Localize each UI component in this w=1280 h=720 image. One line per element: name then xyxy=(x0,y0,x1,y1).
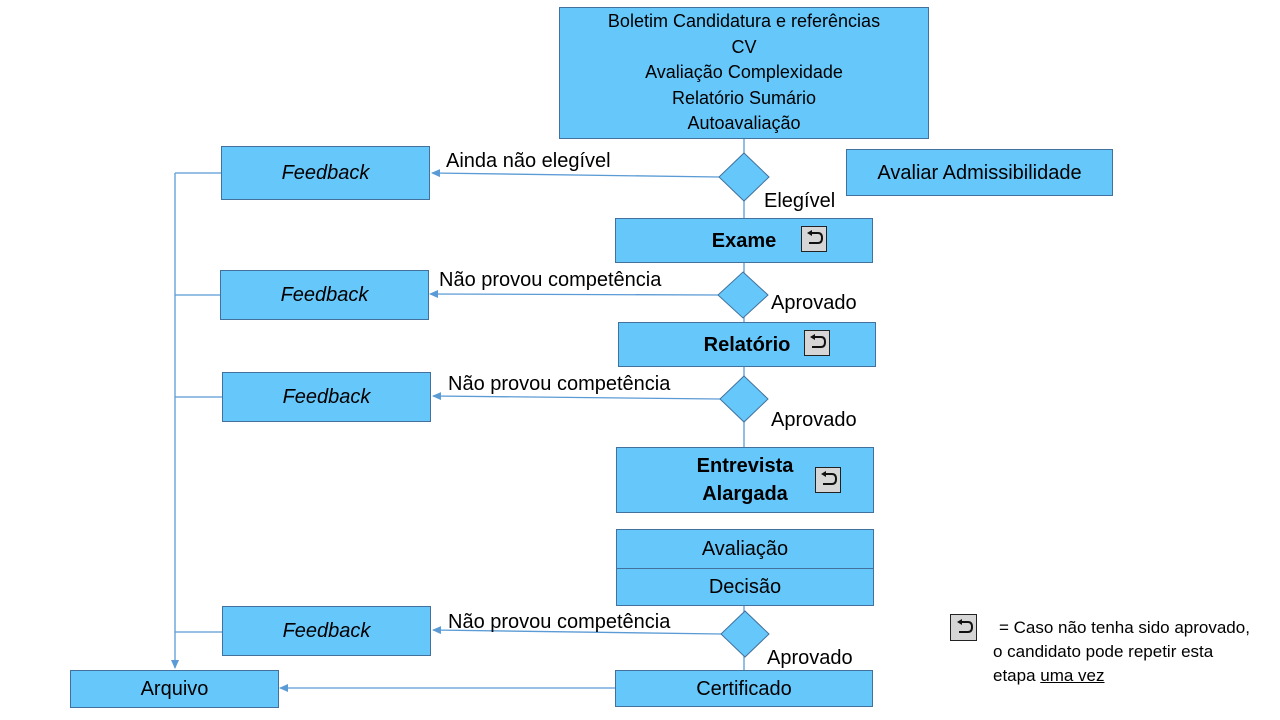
arrow-ainda xyxy=(431,169,720,178)
feedback-box-4: Feedback xyxy=(222,606,431,656)
label-nao-provou-3: Não provou competência xyxy=(448,611,671,633)
top-line-2: CV xyxy=(731,36,757,57)
label-elegivel: Elegível xyxy=(764,190,836,212)
label-aprovado-3: Aprovado xyxy=(767,647,853,669)
legend-text: = Caso não tenha sido aprovado, o candid… xyxy=(993,616,1253,688)
exame-box: Exame xyxy=(615,218,873,263)
label-nao-provou-1: Não provou competência xyxy=(439,269,662,291)
application-documents-box: Boletim Candidatura e referências CV Ava… xyxy=(559,7,929,139)
top-line-1: Boletim Candidatura e referências xyxy=(607,11,881,32)
top-line-5: Autoavaliação xyxy=(687,113,801,134)
arquivo-box: Arquivo xyxy=(70,670,279,708)
top-line-4: Relatório Sumário xyxy=(671,87,817,108)
retry-arrow-icon xyxy=(950,614,977,641)
label-ainda-nao-elegivel: Ainda não elegível xyxy=(446,150,611,172)
avaliar-admissibilidade-box: Avaliar Admissibilidade xyxy=(846,149,1113,196)
feedback-box-3: Feedback xyxy=(222,372,431,422)
arrow-final-fail xyxy=(432,626,722,635)
decision-diamond-relatorio xyxy=(719,375,769,423)
relatorio-box: Relatório xyxy=(618,322,876,367)
legend-prefix: = Caso não tenha sido aprovado, o candid… xyxy=(993,618,1250,685)
arrow-exame-fail xyxy=(429,290,719,299)
arrow-relatorio-fail xyxy=(432,392,721,401)
retry-arrow-icon xyxy=(801,226,827,252)
legend-emphasis: uma vez xyxy=(1040,666,1105,685)
avaliacao-box: Avaliação xyxy=(616,529,874,569)
decisao-box: Decisão xyxy=(616,568,874,606)
certificado-box: Certificado xyxy=(615,670,873,707)
top-line-3: Avaliação Complexidade xyxy=(645,62,843,83)
decision-diamond-exame xyxy=(717,271,769,319)
label-nao-provou-2: Não provou competência xyxy=(448,373,671,395)
retry-arrow-icon xyxy=(815,467,841,493)
decision-diamond-final xyxy=(720,610,770,658)
feedback-box-1: Feedback xyxy=(221,146,430,200)
label-aprovado-1: Aprovado xyxy=(771,292,857,314)
retry-arrow-icon xyxy=(804,330,830,356)
label-aprovado-2: Aprovado xyxy=(771,409,857,431)
feedback-box-2: Feedback xyxy=(220,270,429,320)
decision-diamond-elegivel xyxy=(718,152,770,202)
